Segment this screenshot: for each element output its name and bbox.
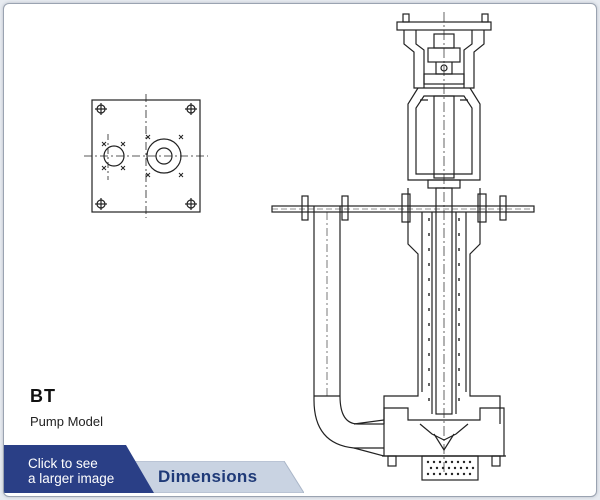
model-code: BT [30, 386, 56, 406]
pump-section-icon [271, 12, 535, 481]
cta-shape [4, 445, 154, 493]
model-label: Pump Model [30, 414, 103, 429]
tab-shape [132, 461, 304, 493]
enlarge-label-line1: Click to see [28, 456, 98, 471]
product-card: BT Pump Model Dimensions Click to see a … [3, 3, 597, 497]
enlarge-label-line2: a larger image [28, 471, 115, 486]
pump-drawing[interactable] [4, 4, 596, 496]
enlarge-image-label: Click to see a larger image [28, 456, 154, 486]
dimensions-tab-label: Dimensions [158, 467, 258, 486]
enlarge-image-button[interactable]: Click to see a larger image [4, 445, 166, 493]
mounting-plate-plan-icon [84, 94, 208, 218]
dimensions-tab[interactable]: Dimensions [132, 461, 304, 493]
